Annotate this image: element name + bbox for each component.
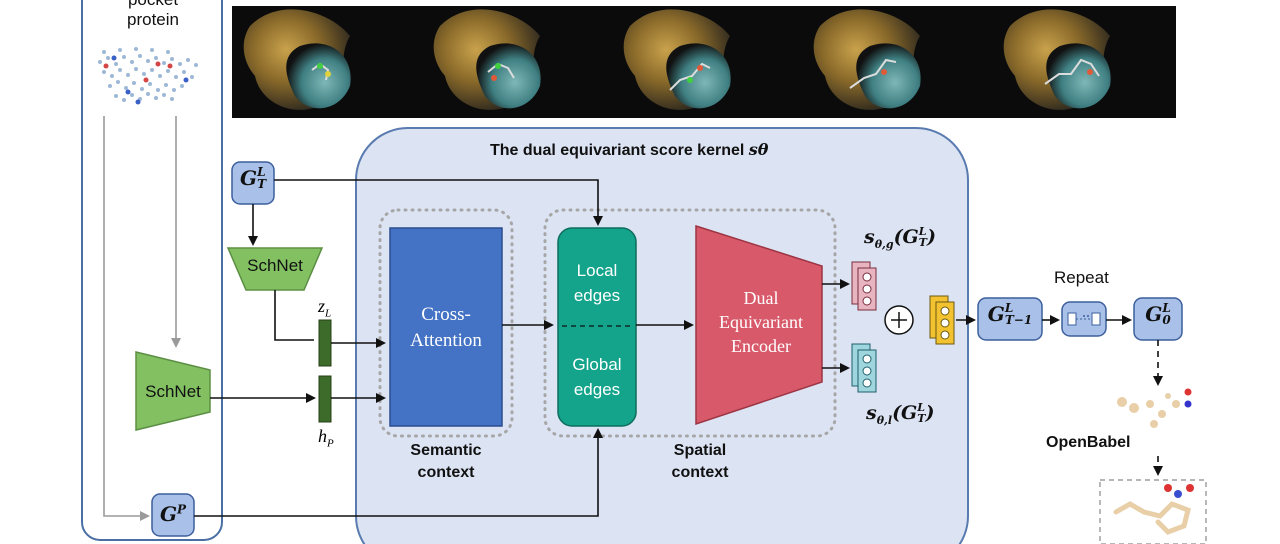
node-gt1-sup: L [1004, 301, 1014, 315]
sum-operator [884, 305, 914, 335]
encoder-line1: Dual [743, 288, 779, 308]
encoder-shape [695, 224, 823, 426]
protein-atoms-highlight [103, 55, 189, 105]
hp-label: hP [318, 426, 334, 450]
openbabel-label: OpenBabel [1046, 434, 1131, 451]
protein-panel [81, 0, 223, 541]
score-vector-g [851, 261, 877, 311]
arrows [194, 179, 1163, 517]
node-g0-sup: L [1162, 301, 1171, 315]
score-g-sub: θ,g [874, 237, 894, 251]
score-vector-l [851, 343, 877, 393]
zl-sub: L [325, 307, 332, 320]
schnet-top-label: SchNet [247, 256, 303, 275]
openbabel-molecule [1117, 388, 1192, 428]
semantic-line2: context [417, 464, 475, 481]
zl-vector [318, 319, 332, 367]
cross-attention-label: Cross- Attention [390, 302, 502, 354]
score-g-arg-sub: T [918, 236, 927, 249]
final-molecule-box [1099, 479, 1207, 544]
cross-attention-line1: Cross- [421, 304, 471, 325]
protein-panel-title: protein [127, 10, 179, 29]
kernel-title-text: The dual equivariant score kernel [490, 142, 745, 159]
score-l-arg-sup: L [917, 401, 926, 414]
edges-block [557, 227, 637, 427]
node-gp[interactable]: GP [152, 502, 194, 526]
node-g0-sub: 0 [1162, 313, 1171, 327]
kernel-title: The dual equivariant score kernel sθ [490, 140, 768, 160]
encoder-label: Dual Equivariant Encoder [700, 286, 822, 358]
node-gp-sup: P [177, 502, 187, 517]
node-gp-base: G [159, 502, 178, 526]
encoder-line2: Equivariant [719, 312, 803, 332]
score-vector-sum [929, 295, 955, 345]
schnet-bottom-shape [135, 351, 211, 431]
kernel-symbol: sθ [748, 140, 769, 159]
global-edges-line2: edges [573, 380, 621, 399]
hp-sub: P [327, 437, 334, 450]
spatial-line2: context [671, 464, 729, 481]
zl-base: z [318, 296, 326, 316]
node-gt-sup: L [257, 165, 266, 179]
schnet-bottom-label: SchNet [145, 382, 201, 401]
local-edges-line1: Local [576, 261, 618, 280]
repeat-label: Repeat [1054, 268, 1109, 287]
cross-attention-line2: Attention [410, 330, 482, 351]
semantic-line1: Semantic [410, 442, 482, 459]
semantic-context-label: Semantic context [396, 440, 496, 484]
spatial-context-label: Spatial context [650, 440, 750, 484]
node-gt1-sub: T−1 [1004, 313, 1033, 327]
final-molecule [1113, 484, 1194, 535]
global-edges-label: Global edges [558, 352, 636, 402]
hp-base: h [318, 426, 327, 446]
score-g-base: s [864, 226, 875, 248]
node-gt-base: G [239, 166, 258, 190]
hp-vector [318, 375, 332, 423]
spatial-line1: Spatial [673, 442, 727, 459]
semantic-context-group [378, 208, 514, 438]
node-g0-base: G [1145, 302, 1163, 326]
score-l-sub: θ,l [876, 413, 893, 427]
score-g-arg: (G [893, 226, 919, 248]
score-l-arg: (G [892, 402, 918, 424]
score-g-arg-sup: L [918, 225, 927, 238]
zl-label: zL [318, 296, 331, 320]
cross-attention-block [389, 227, 503, 427]
schnet-top-shape [226, 247, 324, 291]
node-gt1-shape [977, 297, 1043, 341]
score-l-base: s [866, 402, 877, 424]
global-edges-line1: Global [572, 355, 622, 374]
encoder-line3: Encoder [731, 336, 791, 356]
local-edges-label: Local edges [558, 258, 636, 308]
docking-snapshots [243, 9, 1111, 110]
protein-panel-title-partial: pocket [110, 0, 196, 10]
score-l-arg-sub: T [917, 412, 926, 425]
protein-point-cloud [98, 47, 198, 102]
node-gt1-base: G [987, 302, 1005, 326]
node-gp-shape [151, 493, 195, 537]
local-edges-line2: edges [573, 286, 621, 305]
score-kernel-box [355, 127, 969, 544]
repeat-block [1061, 301, 1107, 337]
protein-arrows [103, 116, 181, 521]
node-gt-sub: T [257, 177, 267, 191]
